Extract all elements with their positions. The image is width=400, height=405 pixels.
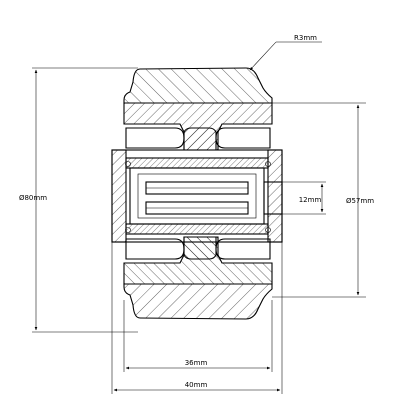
dimension-hub-diameter: Ø57mm [272, 102, 374, 298]
dimension-inner-width: 36mm [123, 300, 273, 372]
hub-detail-circle-left [125, 161, 131, 167]
radius-label: R3mm [294, 34, 317, 42]
dimension-outer-diameter: Ø80mm [19, 67, 138, 333]
upper-left-pocket [125, 127, 185, 149]
dimension-bore: 12mm [282, 181, 326, 215]
lower-half [123, 236, 273, 320]
lower-right-pocket [215, 238, 271, 260]
lower-tyre [123, 283, 273, 320]
overall-width-label: 40mm [185, 381, 208, 389]
bush-bottom [125, 223, 269, 235]
bearing-cage [129, 167, 265, 225]
dimension-radius: R3mm [249, 34, 322, 71]
hub-diameter-label: Ø57mm [346, 197, 374, 205]
inner-width-label: 36mm [185, 359, 208, 367]
lower-core-web [183, 236, 217, 260]
hub-left-band [111, 149, 127, 243]
upper-tyre [123, 67, 273, 104]
hub-detail-circle-left-b [125, 227, 131, 233]
bearing-inner [137, 173, 257, 219]
upper-right-pocket [215, 127, 271, 149]
lower-left-pocket [125, 238, 185, 260]
upper-core-web [183, 127, 217, 151]
hub-assembly [111, 149, 283, 243]
hub-detail-circle-right-b [265, 227, 271, 233]
lower-core-flange [123, 236, 273, 285]
hub-detail-circle-right [265, 161, 271, 167]
outer-diameter-label: Ø80mm [19, 194, 47, 202]
upper-half [123, 67, 273, 151]
bore-label: 12mm [299, 196, 322, 204]
bush-top [125, 157, 269, 169]
bore [263, 181, 283, 215]
dimension-overall-width: 40mm [111, 242, 283, 394]
